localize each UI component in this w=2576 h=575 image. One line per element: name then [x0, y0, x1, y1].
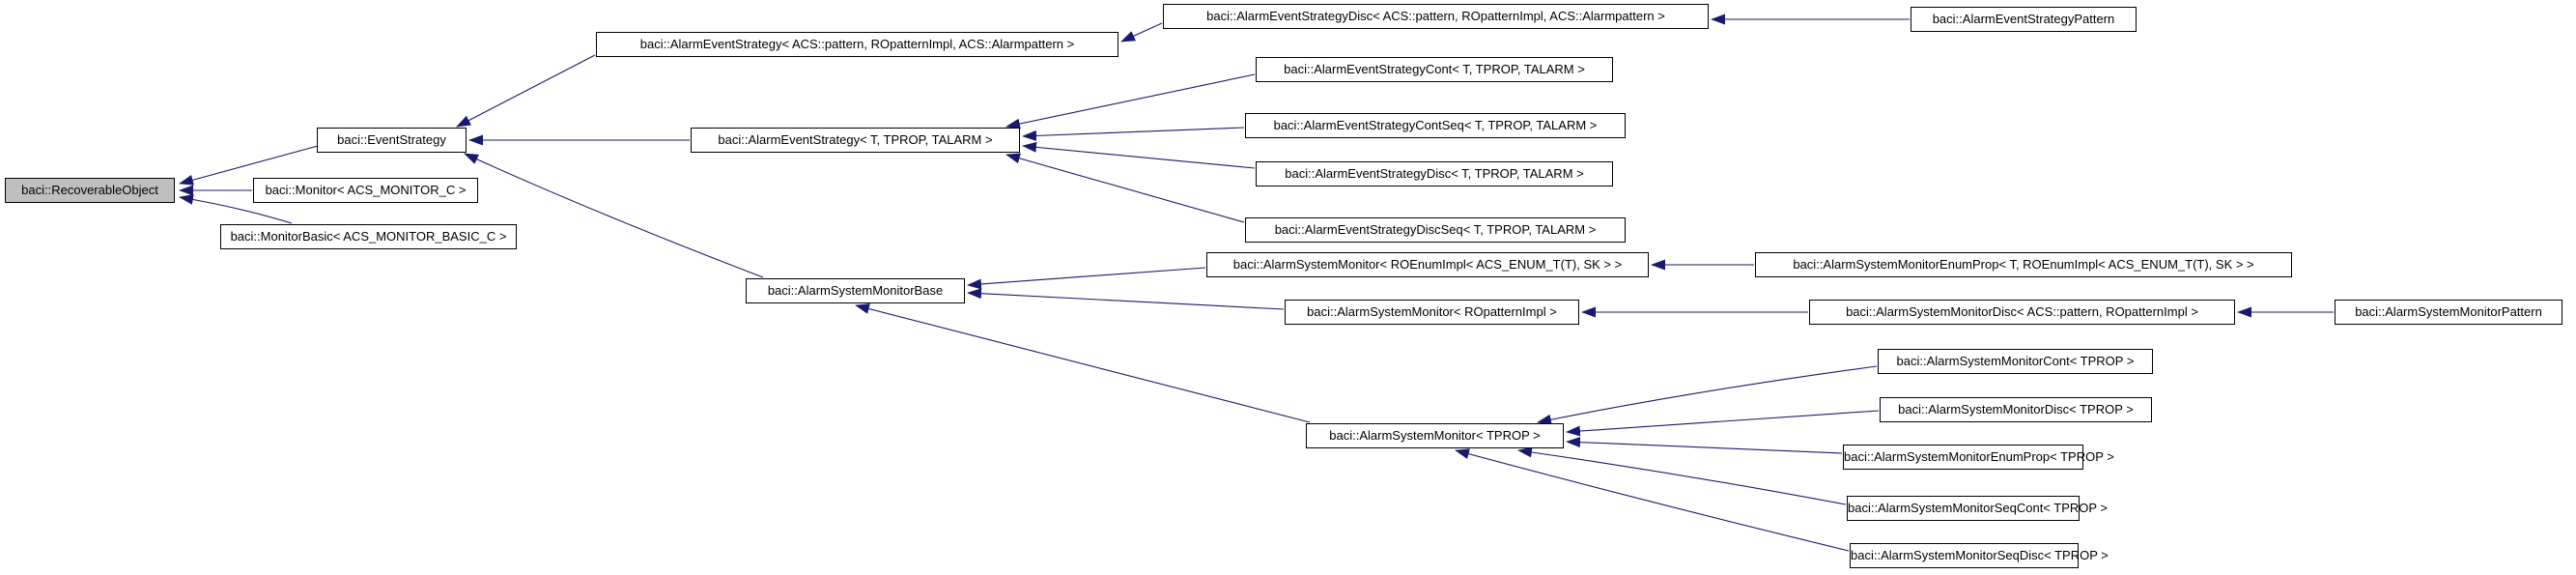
inheritance-edge-alarm-event-strategy-disc-to-alarm-event-strategy-t — [1022, 141, 1256, 169]
class-node-alarm-system-monitor-seqcont-tprop[interactable]: baci::AlarmSystemMonitorSeqCont< TPROP > — [1847, 496, 2108, 521]
class-node-alarm-system-monitor-seqdisc-tprop[interactable]: baci::AlarmSystemMonitorSeqDisc< TPROP > — [1850, 543, 2109, 568]
inheritance-edge-event-strategy-to-recoverable-object — [179, 145, 319, 186]
class-node-alarm-system-monitor-pattern[interactable]: baci::AlarmSystemMonitorPattern — [2335, 300, 2562, 325]
class-node-alarm-system-monitor-enumprop-roenum[interactable]: baci::AlarmSystemMonitorEnumProp< T, ROE… — [1755, 252, 2292, 277]
class-node-alarm-event-strategy-disc-seq[interactable]: baci::AlarmEventStrategyDiscSeq< T, TPRO… — [1245, 217, 1626, 243]
class-node-alarm-system-monitor-roenum[interactable]: baci::AlarmSystemMonitor< ROEnumImpl< AC… — [1206, 252, 1649, 277]
inheritance-edge-alarm-system-monitor-disc-tprop-to-alarm-system-monitor-tprop — [1566, 410, 1880, 437]
inheritance-edge-alarm-system-monitor-seqcont-tprop-to-alarm-system-monitor-tprop — [1517, 446, 1847, 505]
class-node-alarm-event-strategy-pattern[interactable]: baci::AlarmEventStrategyPattern — [1911, 7, 2137, 32]
inheritance-edge-alarm-event-strategy-cont-to-alarm-event-strategy-t — [1005, 73, 1256, 129]
class-node-monitor-basic[interactable]: baci::MonitorBasic< ACS_MONITOR_BASIC_C … — [220, 224, 517, 249]
inheritance-edge-alarm-event-strategy-cont-seq-to-alarm-event-strategy-t — [1022, 127, 1245, 141]
inheritance-edge-alarm-system-monitor-roenum-to-alarm-system-monitor-base — [967, 267, 1206, 290]
class-node-recoverable-object[interactable]: baci::RecoverableObject — [5, 178, 175, 203]
inheritance-edge-alarm-system-monitor-tprop-to-alarm-system-monitor-base — [855, 303, 1311, 423]
class-node-alarm-system-monitor-base[interactable]: baci::AlarmSystemMonitorBase — [746, 278, 965, 303]
inheritance-edge-alarm-event-strategy-disc-seq-to-alarm-event-strategy-t — [1005, 153, 1245, 223]
class-node-alarm-system-monitor-tprop[interactable]: baci::AlarmSystemMonitor< TPROP > — [1306, 423, 1564, 448]
class-node-alarm-system-monitor-cont-tprop[interactable]: baci::AlarmSystemMonitorCont< TPROP > — [1878, 349, 2153, 374]
class-node-event-strategy[interactable]: baci::EventStrategy — [317, 128, 467, 153]
inheritance-edge-alarm-system-monitor-enumprop-tprop-to-alarm-system-monitor-tprop — [1566, 437, 1843, 454]
inheritance-edge-alarm-event-strategy-pattern-t-to-event-strategy — [456, 54, 596, 128]
class-node-alarm-event-strategy-pattern-t[interactable]: baci::AlarmEventStrategy< ACS::pattern, … — [596, 32, 1118, 57]
class-node-monitor[interactable]: baci::Monitor< ACS_MONITOR_C > — [253, 178, 478, 203]
inheritance-edge-alarm-system-monitor-ropattern-to-alarm-system-monitor-base — [967, 288, 1285, 310]
class-node-alarm-event-strategy-cont-seq[interactable]: baci::AlarmEventStrategyContSeq< T, TPRO… — [1245, 113, 1626, 138]
class-node-alarm-event-strategy-disc[interactable]: baci::AlarmEventStrategyDisc< T, TPROP, … — [1256, 161, 1613, 187]
inheritance-edge-alarm-system-monitor-cont-tprop-to-alarm-system-monitor-tprop — [1537, 365, 1878, 425]
class-node-alarm-system-monitor-enumprop-tprop[interactable]: baci::AlarmSystemMonitorEnumProp< TPROP … — [1843, 445, 2114, 470]
class-node-alarm-system-monitor-disc-tprop[interactable]: baci::AlarmSystemMonitorDisc< TPROP > — [1880, 397, 2152, 422]
inheritance-edge-alarm-event-strategy-disc-pattern-t-to-alarm-event-strategy-pattern-t — [1120, 22, 1163, 43]
class-node-alarm-event-strategy-t[interactable]: baci::AlarmEventStrategy< T, TPROP, TALA… — [691, 128, 1020, 153]
class-node-alarm-system-monitor-disc-pattern[interactable]: baci::AlarmSystemMonitorDisc< ACS::patte… — [1809, 300, 2235, 325]
class-node-alarm-event-strategy-cont[interactable]: baci::AlarmEventStrategyCont< T, TPROP, … — [1256, 57, 1613, 82]
inheritance-edge-monitor-basic-to-recoverable-object — [179, 193, 293, 224]
inheritance-edge-alarm-system-monitor-seqdisc-tprop-to-alarm-system-monitor-tprop — [1455, 448, 1850, 552]
inheritance-edge-alarm-system-monitor-base-to-event-strategy — [464, 153, 764, 278]
class-node-alarm-event-strategy-disc-pattern-t[interactable]: baci::AlarmEventStrategyDisc< ACS::patte… — [1163, 4, 1709, 29]
class-node-alarm-system-monitor-ropattern[interactable]: baci::AlarmSystemMonitor< ROpatternImpl … — [1285, 300, 1579, 325]
